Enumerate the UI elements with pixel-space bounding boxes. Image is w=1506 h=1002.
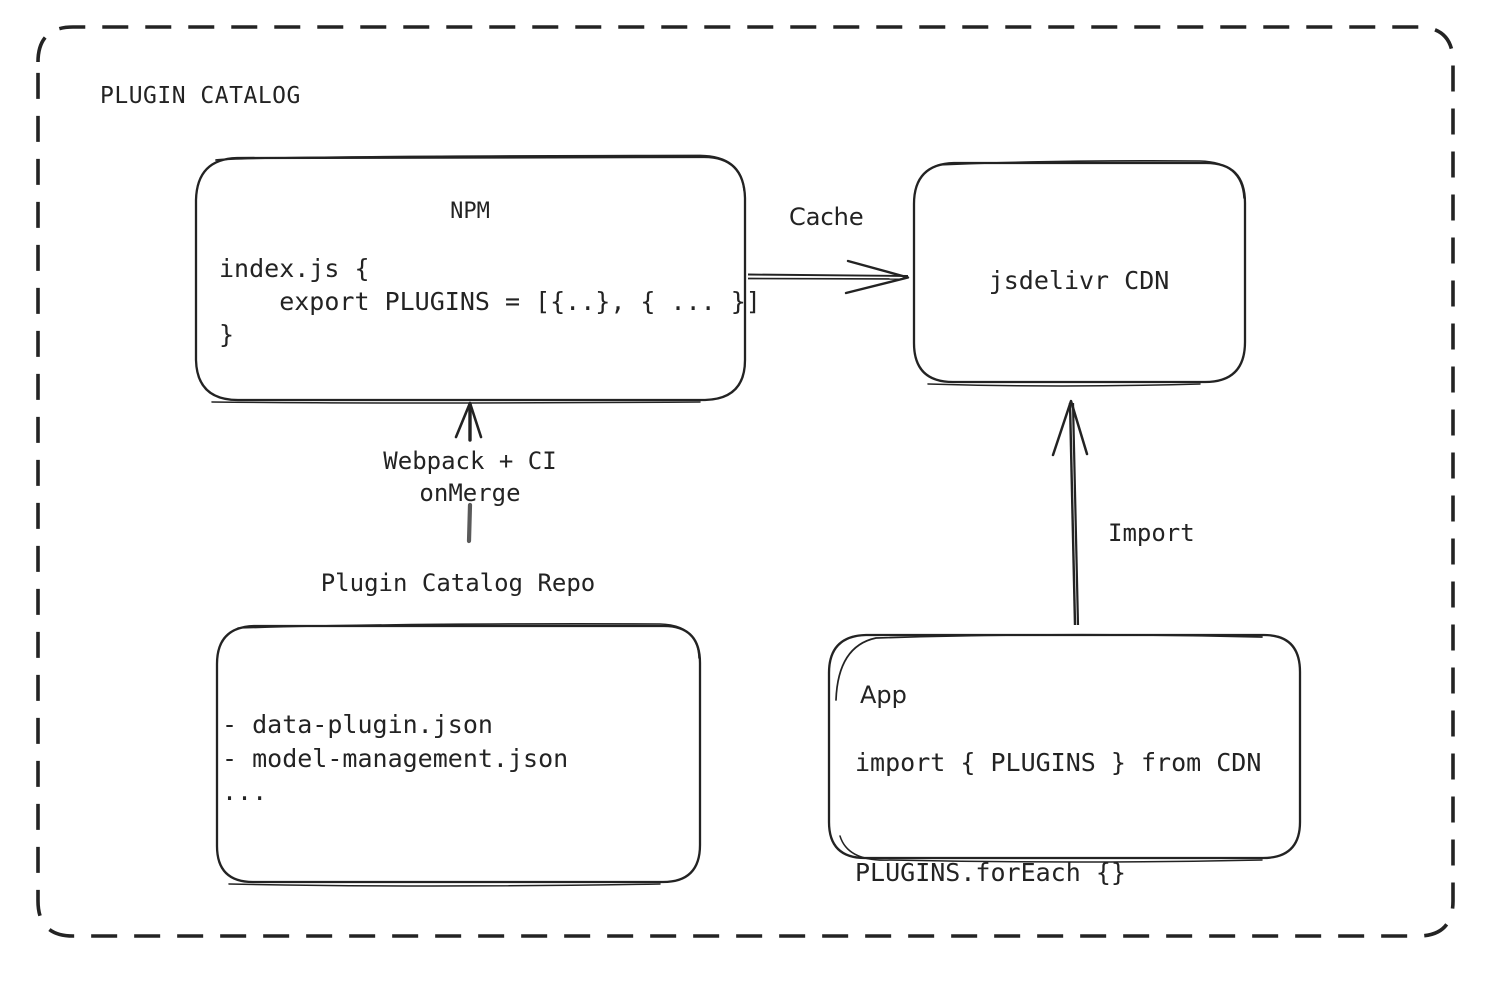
container-title: PLUGIN CATALOG [100, 83, 301, 109]
repo-node-caption: Plugin Catalog Repo [320, 569, 596, 597]
npm-node-code: index.js { export PLUGINS = [{..}, { ...… [219, 254, 761, 349]
edge-label-cache: Cache [789, 203, 864, 231]
app-node-code: import { PLUGINS } from CDN PLUGINS.forE… [855, 748, 1262, 887]
cdn-node-title: jsdelivr CDN [988, 266, 1170, 295]
edge-label-import: Import [1108, 519, 1195, 547]
edge-npm-to-cdn [747, 259, 910, 295]
npm-node-title: NPM [450, 199, 490, 224]
app-node-title: App [860, 681, 907, 709]
edge-app-to-cdn [1051, 399, 1089, 626]
repo-node-file-list: - data-plugin.json - model-management.js… [222, 710, 569, 806]
edge-label-webpack-ci-onmerge: Webpack + CI onMerge [383, 447, 557, 507]
